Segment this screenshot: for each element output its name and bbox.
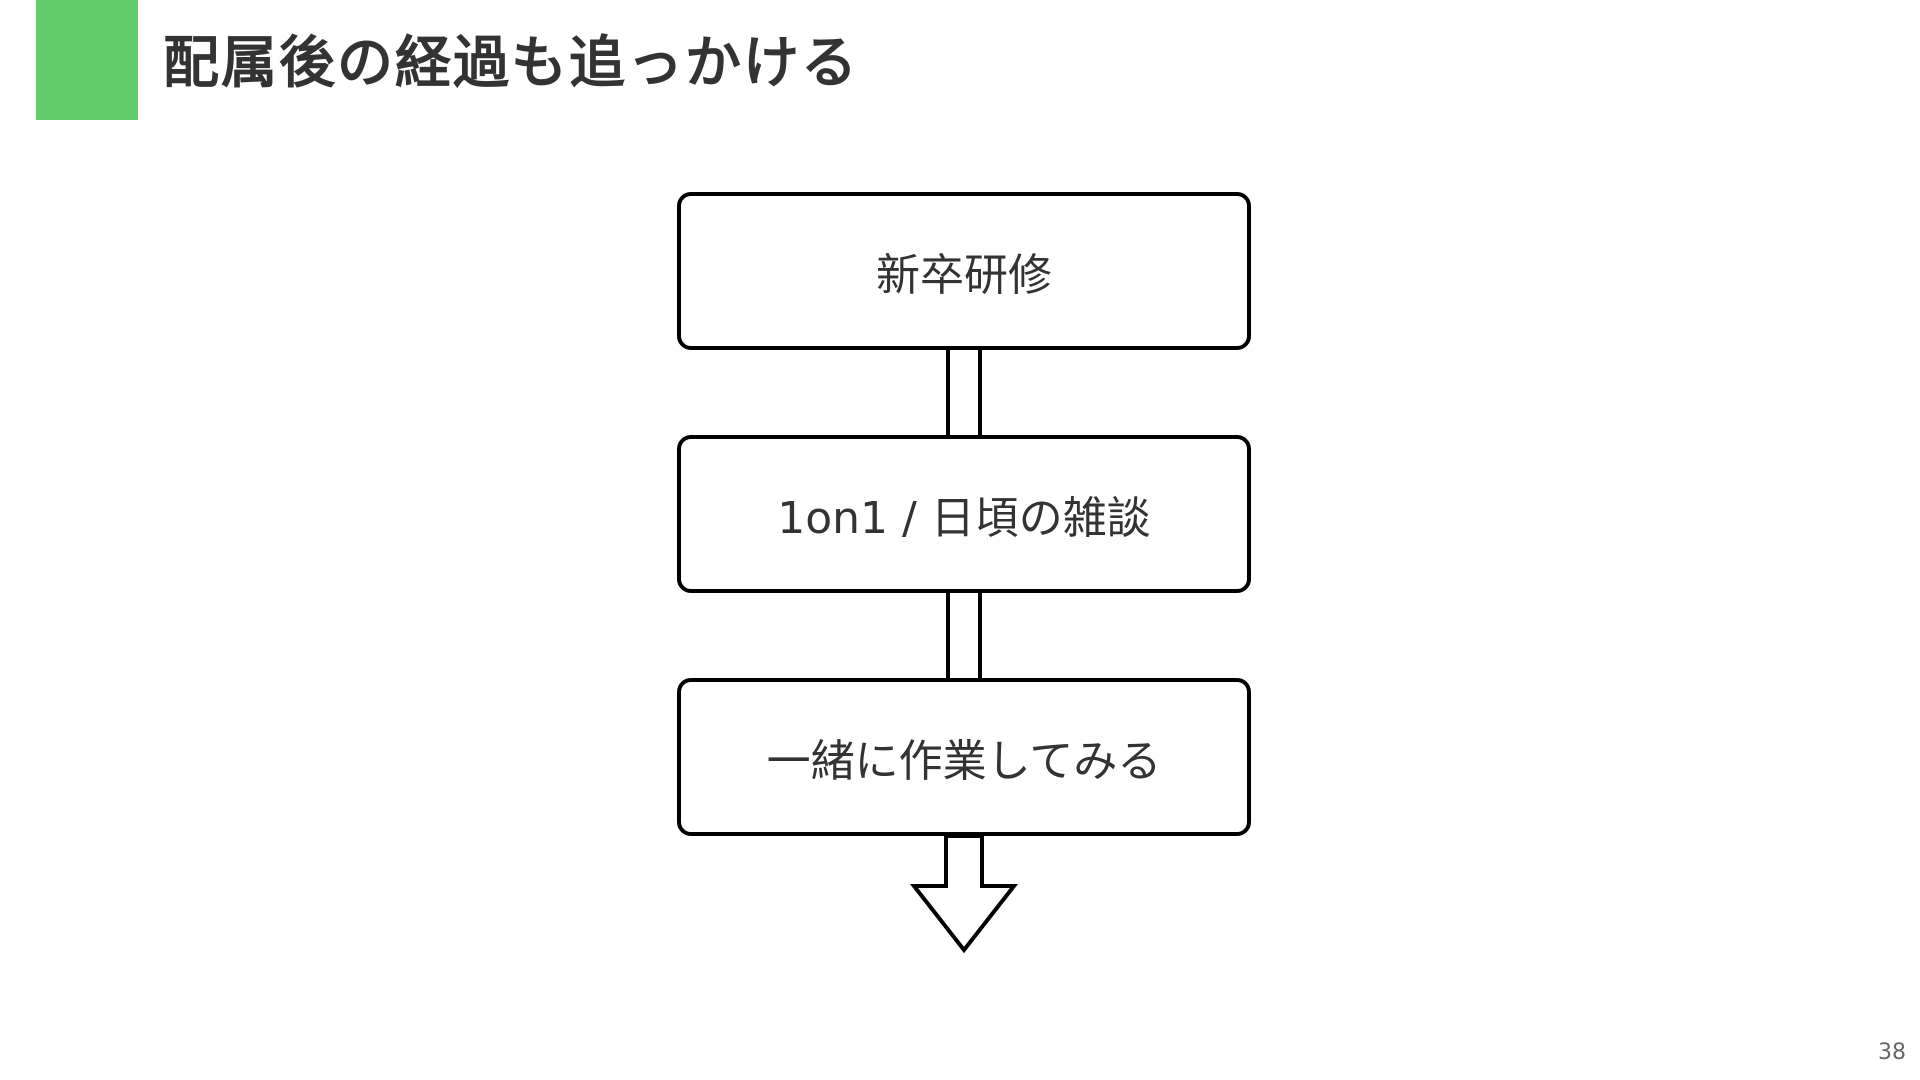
title-accent-bar bbox=[36, 0, 138, 120]
flow-connector bbox=[946, 350, 982, 435]
flow-connector bbox=[946, 593, 982, 678]
slide-title: 配属後の経過も追っかける bbox=[163, 31, 859, 96]
flow-step-3: 一緒に作業してみる bbox=[677, 678, 1251, 836]
page-number: 38 bbox=[1878, 1040, 1906, 1065]
down-arrow-icon bbox=[910, 836, 1018, 954]
flow-step-label: 一緒に作業してみる bbox=[766, 736, 1162, 787]
flow-step-2: 1on1 / 日頃の雑談 bbox=[677, 435, 1251, 593]
flow-step-1: 新卒研修 bbox=[677, 192, 1251, 350]
flow-step-label: 1on1 / 日頃の雑談 bbox=[777, 493, 1151, 544]
flow-step-label: 新卒研修 bbox=[876, 250, 1052, 301]
